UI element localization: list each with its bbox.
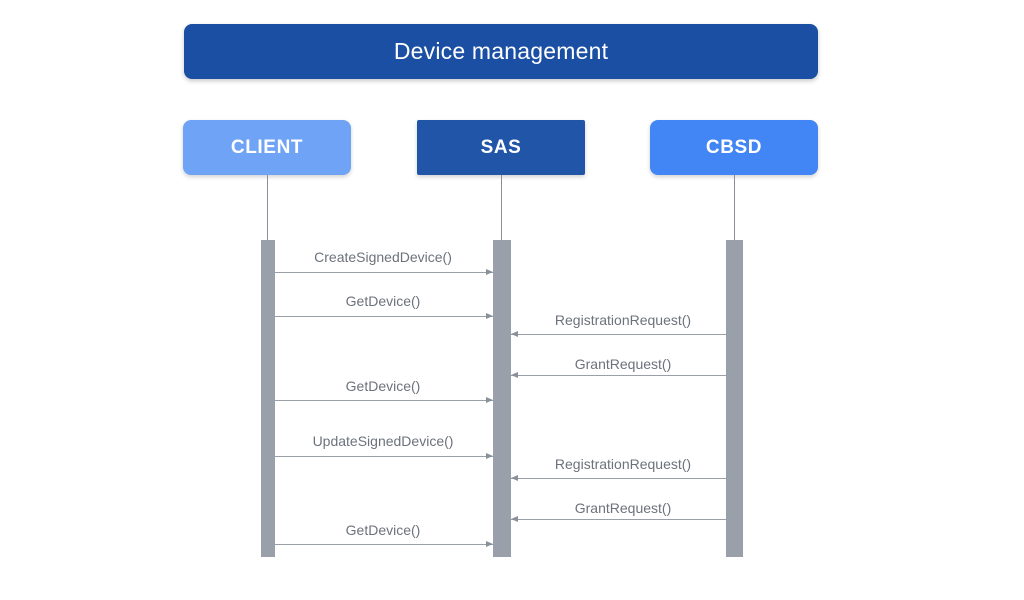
arrow-right-icon <box>486 396 493 403</box>
message-label: GetDevice() <box>345 522 421 538</box>
message-line <box>275 272 493 273</box>
message-line <box>511 334 726 335</box>
message-label: UpdateSignedDevice() <box>312 433 454 449</box>
participant-sas[interactable]: SAS <box>417 120 585 175</box>
arrow-left-icon <box>511 330 518 337</box>
message-label: GrantRequest() <box>574 500 672 516</box>
participant-client[interactable]: CLIENT <box>183 120 351 175</box>
message-label: RegistrationRequest() <box>554 456 692 472</box>
message-line <box>275 316 493 317</box>
arrow-right-icon <box>486 540 493 547</box>
arrow-right-icon <box>486 268 493 275</box>
arrow-left-icon <box>511 515 518 522</box>
page-title: Device management <box>393 38 609 64</box>
participant-label-client: CLIENT <box>230 137 304 158</box>
message-line <box>511 375 726 376</box>
lifeline-cbsd <box>734 175 735 240</box>
message-label: CreateSignedDevice() <box>314 249 452 265</box>
arrow-left-icon <box>511 371 518 378</box>
arrow-left-icon <box>511 474 518 481</box>
message-line <box>511 519 726 520</box>
diagram-title-bar: Device management <box>184 24 818 79</box>
lifeline-client <box>267 175 268 240</box>
message-label: GrantRequest() <box>574 356 672 372</box>
message-line <box>275 456 493 457</box>
activation-bar-client <box>261 240 275 557</box>
message-line <box>275 400 493 401</box>
message-label: GetDevice() <box>345 293 421 309</box>
message-line <box>511 478 726 479</box>
participant-cbsd[interactable]: CBSD <box>650 120 818 175</box>
arrow-right-icon <box>486 312 493 319</box>
message-line <box>275 544 493 545</box>
participant-label-cbsd: CBSD <box>705 137 763 158</box>
message-label: RegistrationRequest() <box>554 312 692 328</box>
arrow-right-icon <box>486 452 493 459</box>
participant-label-sas: SAS <box>480 137 522 158</box>
activation-bar-sas <box>493 240 511 557</box>
message-label: GetDevice() <box>345 378 421 394</box>
lifeline-sas <box>501 175 502 240</box>
activation-bar-cbsd <box>726 240 743 557</box>
